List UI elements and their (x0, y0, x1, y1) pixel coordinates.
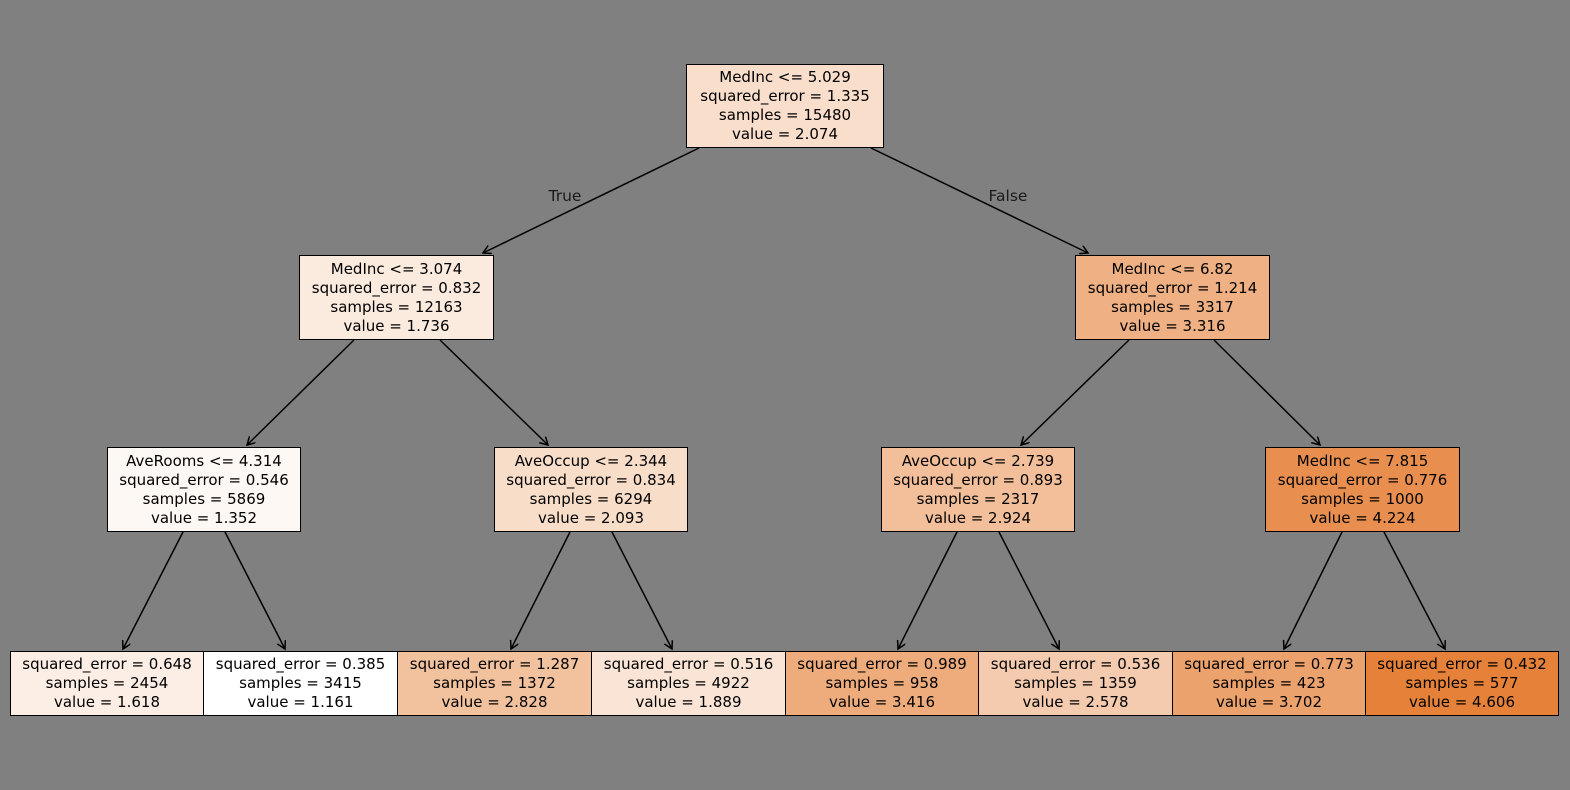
node-value: value = 1.352 (150, 508, 258, 527)
node-samples: samples = 6294 (529, 489, 653, 508)
edge-root-to-depth1-right (870, 147, 1088, 253)
node-split-condition: MedInc <= 3.074 (330, 259, 463, 278)
node-value: value = 4.224 (1309, 508, 1416, 527)
depth2-node-3: AveOccup <= 2.739 squared_error = 0.893 … (881, 447, 1075, 532)
edge-depth1-left-to-depth2-2 (439, 339, 548, 445)
edge-depth1-left-to-depth2-1 (247, 339, 355, 445)
depth2-node-1: AveRooms <= 4.314 squared_error = 0.546 … (107, 447, 301, 532)
node-squared-error: squared_error = 0.432 (1377, 655, 1547, 673)
node-value: value = 2.578 (1022, 693, 1129, 711)
leaf-node-6: squared_error = 0.536 samples = 1359 val… (978, 651, 1173, 716)
node-value: value = 2.074 (731, 125, 839, 143)
edge-depth1-right-to-depth2-3 (1021, 339, 1130, 445)
node-samples: samples = 2454 (45, 674, 169, 692)
node-value: value = 1.618 (53, 693, 161, 711)
depth1-right-node: MedInc <= 6.82 squared_error = 1.214 sam… (1075, 255, 1270, 340)
node-squared-error: squared_error = 0.385 (215, 655, 386, 673)
node-squared-error: squared_error = 0.989 (797, 655, 967, 673)
leaf-node-4: squared_error = 0.516 samples = 4922 val… (591, 651, 786, 716)
depth2-node-4: MedInc <= 7.815 squared_error = 0.776 sa… (1265, 447, 1460, 532)
node-squared-error: squared_error = 0.648 (22, 655, 192, 673)
node-squared-error: squared_error = 0.776 (1277, 470, 1448, 489)
node-samples: samples = 1000 (1301, 489, 1424, 508)
node-value: value = 1.889 (635, 693, 742, 711)
node-value: value = 1.736 (343, 316, 450, 335)
edge-depth2-4-to-leaf-8 (1383, 531, 1445, 649)
node-squared-error: squared_error = 0.536 (990, 655, 1161, 673)
node-value: value = 2.828 (441, 693, 548, 711)
node-value: value = 3.702 (1215, 693, 1323, 711)
node-split-condition: AveOccup <= 2.739 (901, 451, 1055, 470)
node-samples: samples = 423 (1212, 674, 1326, 692)
edge-label-false: False (988, 187, 1028, 205)
edge-label-true: True (548, 187, 582, 205)
edge-depth2-1-to-leaf-2 (224, 531, 285, 649)
edge-depth2-4-to-leaf-7 (1284, 531, 1343, 649)
node-squared-error: squared_error = 0.516 (603, 655, 774, 673)
edge-depth2-1-to-leaf-1 (123, 531, 184, 649)
node-value: value = 3.316 (1119, 316, 1226, 335)
node-samples: samples = 577 (1405, 674, 1519, 692)
depth2-node-2: AveOccup <= 2.344 squared_error = 0.834 … (494, 447, 688, 532)
node-squared-error: squared_error = 0.834 (506, 470, 676, 489)
leaf-node-8: squared_error = 0.432 samples = 577 valu… (1365, 651, 1559, 716)
edge-depth2-3-to-leaf-6 (998, 531, 1059, 649)
leaf-node-5: squared_error = 0.989 samples = 958 valu… (785, 651, 979, 716)
edge-depth2-2-to-leaf-4 (611, 531, 672, 649)
node-samples: samples = 15480 (718, 106, 852, 124)
node-split-condition: MedInc <= 7.815 (1296, 451, 1429, 470)
node-samples: samples = 3317 (1111, 297, 1234, 316)
node-squared-error: squared_error = 0.832 (311, 278, 482, 297)
node-squared-error: squared_error = 0.773 (1184, 655, 1354, 673)
node-samples: samples = 2317 (916, 489, 1040, 508)
node-samples: samples = 4922 (627, 674, 750, 692)
node-value: value = 1.161 (247, 693, 354, 711)
node-value: value = 2.093 (537, 508, 645, 527)
node-split-condition: AveRooms <= 4.314 (126, 451, 282, 470)
edge-depth1-right-to-depth2-4 (1213, 339, 1320, 445)
edge-depth2-2-to-leaf-3 (511, 531, 571, 649)
node-squared-error: squared_error = 0.893 (893, 470, 1063, 489)
node-split-condition: MedInc <= 6.82 (1111, 259, 1234, 278)
leaf-node-2: squared_error = 0.385 samples = 3415 val… (203, 651, 398, 716)
node-samples: samples = 1359 (1014, 674, 1137, 692)
edge-root-to-depth1-left (483, 147, 700, 253)
node-squared-error: squared_error = 0.546 (119, 470, 289, 489)
node-value: value = 4.606 (1408, 693, 1516, 711)
depth1-left-node: MedInc <= 3.074 squared_error = 0.832 sa… (299, 255, 494, 340)
leaf-node-1: squared_error = 0.648 samples = 2454 val… (10, 651, 204, 716)
leaf-node-3: squared_error = 1.287 samples = 1372 val… (397, 651, 592, 716)
node-squared-error: squared_error = 1.214 (1087, 278, 1258, 297)
node-squared-error: squared_error = 1.335 (700, 87, 870, 105)
node-value: value = 2.924 (924, 508, 1032, 527)
node-samples: samples = 1372 (433, 674, 556, 692)
node-samples: samples = 958 (825, 674, 939, 692)
leaf-node-7: squared_error = 0.773 samples = 423 valu… (1172, 651, 1366, 716)
node-samples: samples = 5869 (142, 489, 266, 508)
node-split-condition: MedInc <= 5.029 (719, 68, 851, 86)
edge-depth2-3-to-leaf-5 (898, 531, 958, 649)
node-value: value = 3.416 (828, 693, 936, 711)
node-samples: samples = 12163 (330, 297, 463, 316)
root-node: MedInc <= 5.029 squared_error = 1.335 sa… (686, 64, 884, 148)
node-samples: samples = 3415 (239, 674, 362, 692)
node-squared-error: squared_error = 1.287 (409, 655, 580, 673)
node-split-condition: AveOccup <= 2.344 (514, 451, 668, 470)
